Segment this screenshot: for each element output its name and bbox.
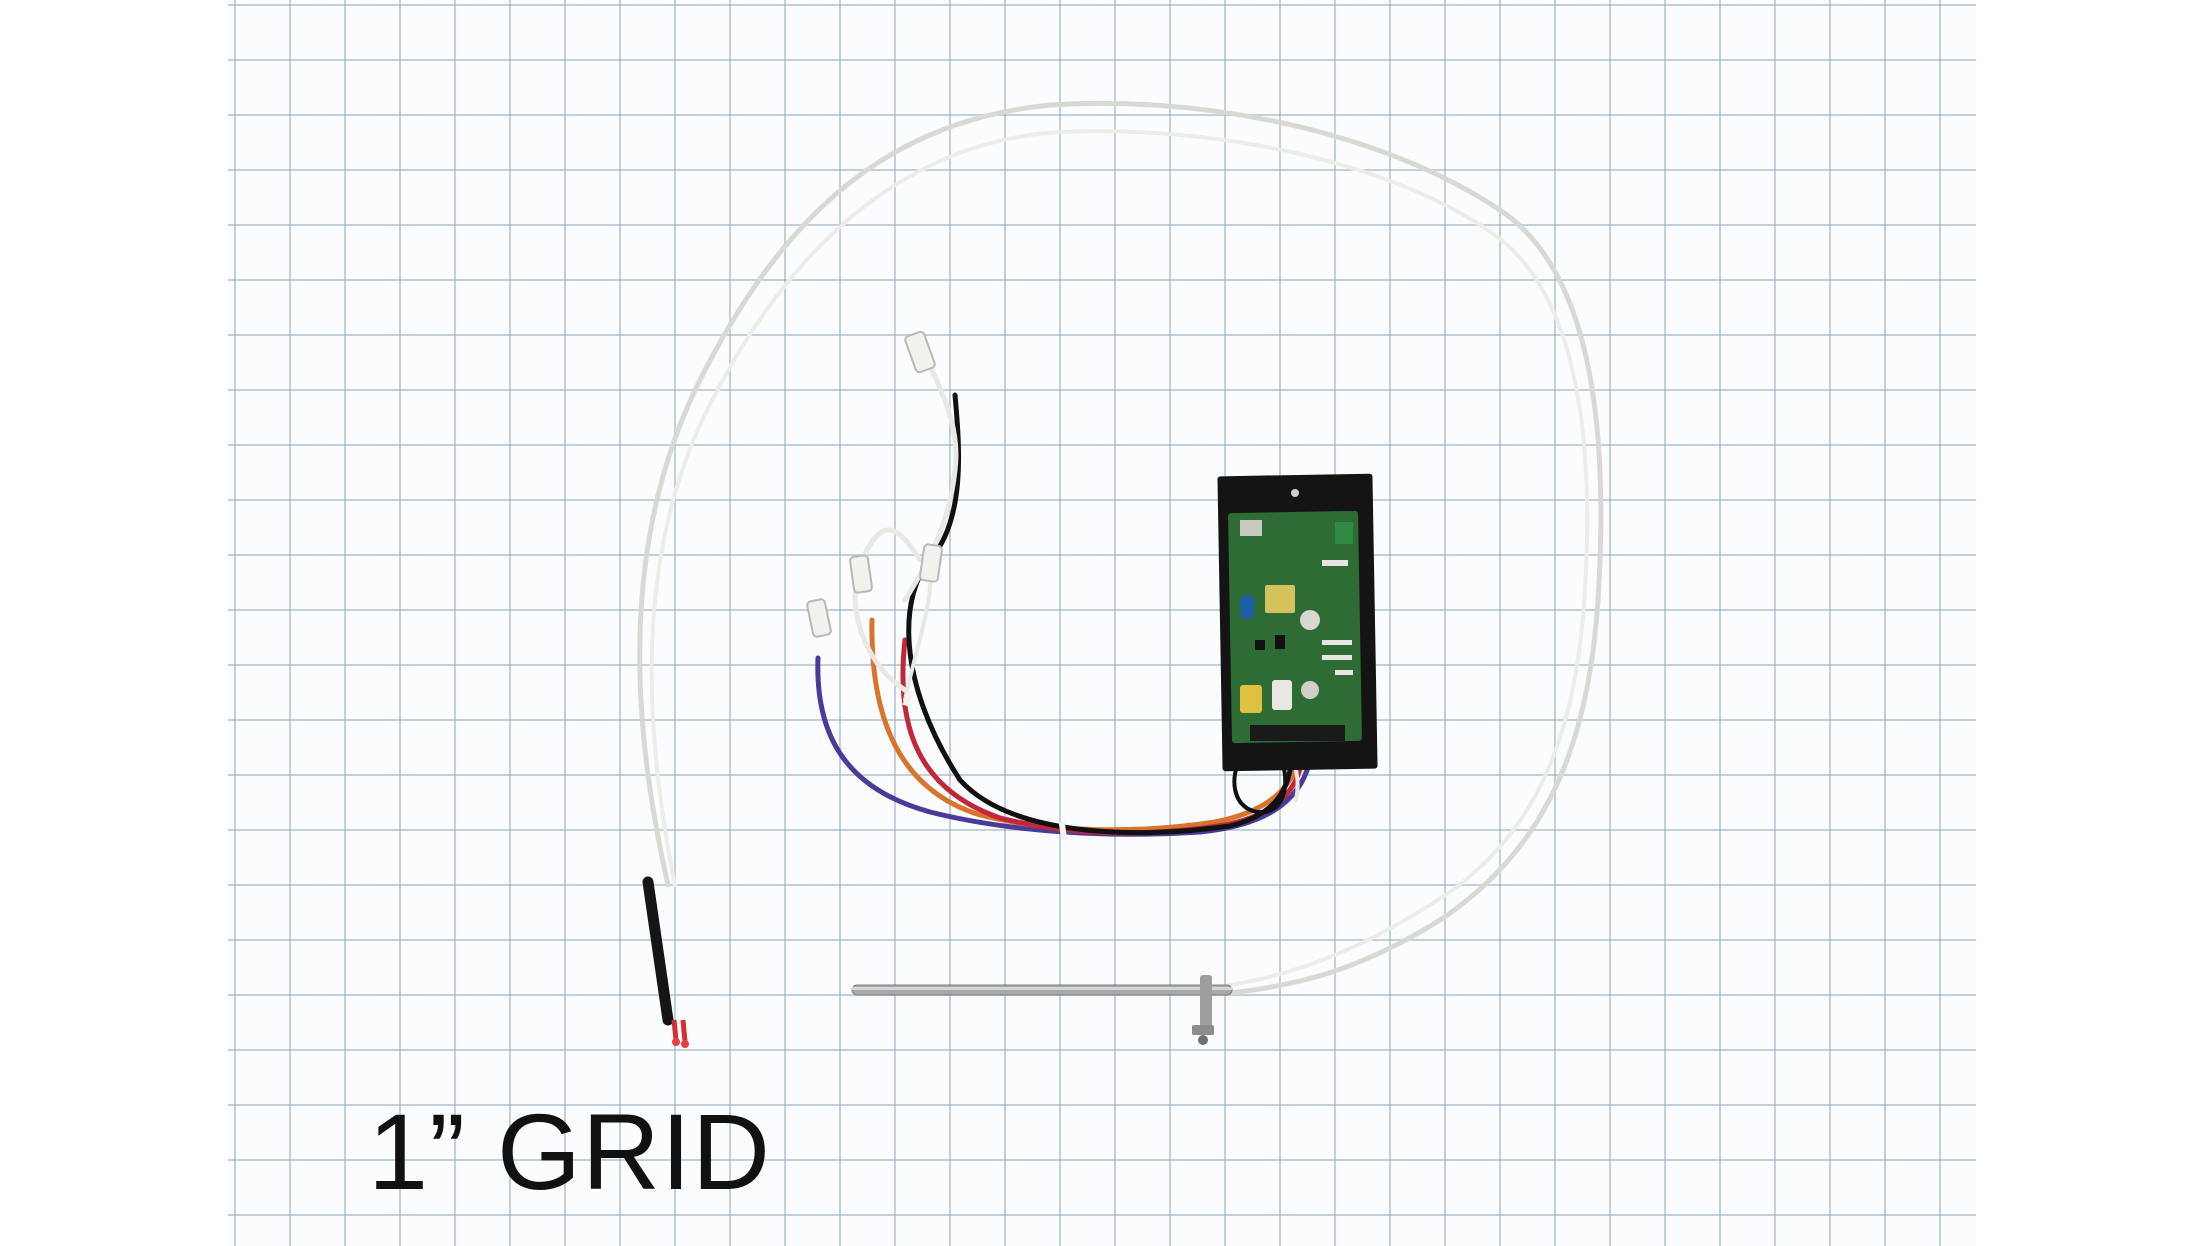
- grid-scale-caption: 1” GRID: [368, 1091, 772, 1212]
- wiring-harness: [815, 362, 1313, 841]
- grid-paper-background: [228, 0, 1976, 1246]
- spade-connectors: [806, 330, 943, 638]
- wire-end-sleeve: [642, 876, 689, 1048]
- temperature-probe-rod: [851, 975, 1233, 1045]
- probe-wire-loop: [637, 100, 1604, 996]
- control-board: [1217, 473, 1378, 772]
